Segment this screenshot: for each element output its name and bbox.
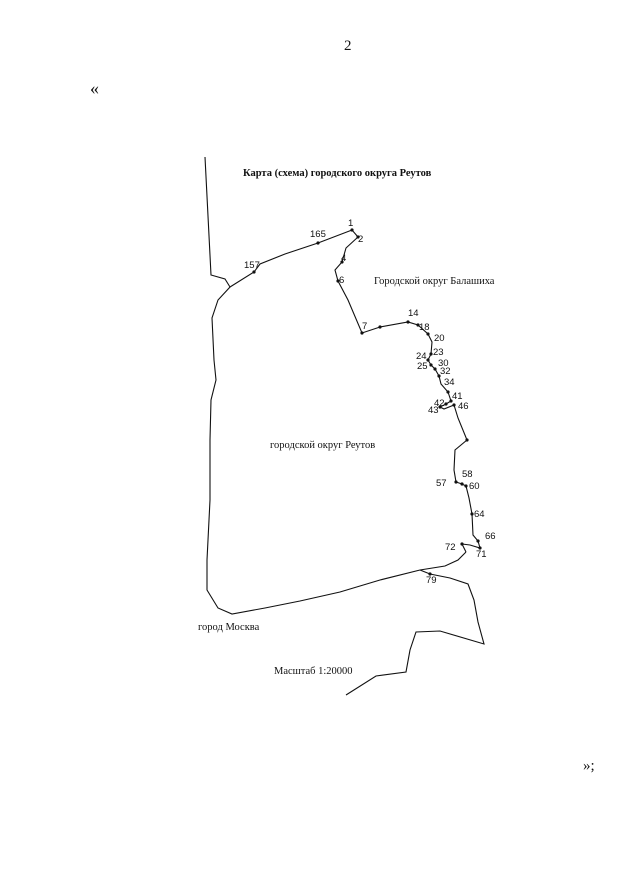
point-label-42: 42: [434, 398, 445, 409]
point-label-64: 64: [474, 509, 485, 520]
point-label-2: 2: [358, 234, 363, 245]
point-label-60: 60: [469, 481, 480, 492]
region-label-reutov: городской округ Реутов: [270, 440, 376, 451]
point-label-25: 25: [417, 361, 428, 372]
map-scale: Масштаб 1:20000: [274, 666, 353, 677]
point-labels: 1 2 4 6 7 14 18 20 23 24 25 30 32 34 41 …: [244, 218, 496, 586]
point-label-57: 57: [436, 478, 447, 489]
point-label-23: 23: [433, 347, 444, 358]
point-label-157: 157: [244, 260, 260, 271]
map-title: Карта (схема) городского округа Реутов: [243, 168, 432, 179]
region-label-moscow: город Москва: [198, 622, 260, 633]
point-markers: [252, 228, 482, 576]
region-label-balashikha: Городской округ Балашиха: [374, 276, 495, 287]
point-label-4: 4: [341, 253, 346, 264]
point-label-46: 46: [458, 401, 469, 412]
point-label-41: 41: [452, 391, 463, 402]
point-label-66: 66: [485, 531, 496, 542]
point-label-165: 165: [310, 229, 326, 240]
opening-quote: «: [90, 78, 99, 98]
point-label-71: 71: [476, 549, 487, 560]
point-label-43: 43: [428, 405, 439, 416]
point-label-18: 18: [419, 322, 430, 333]
south-boundary-line: [345, 569, 485, 696]
point-label-20: 20: [434, 333, 445, 344]
point-label-58: 58: [462, 469, 473, 480]
west-boundary-line: [204, 156, 467, 615]
point-label-1: 1: [348, 218, 353, 229]
point-label-30: 30: [438, 358, 449, 369]
closing-quote: »;: [583, 758, 595, 774]
point-label-32: 32: [440, 366, 451, 377]
point-label-14: 14: [408, 308, 419, 319]
point-label-72: 72: [445, 542, 456, 553]
point-label-34: 34: [444, 377, 455, 388]
point-label-24: 24: [416, 351, 427, 362]
point-label-6: 6: [339, 275, 344, 286]
page-number: 2: [344, 38, 352, 54]
point-label-79: 79: [426, 575, 437, 586]
point-label-7: 7: [362, 321, 367, 332]
